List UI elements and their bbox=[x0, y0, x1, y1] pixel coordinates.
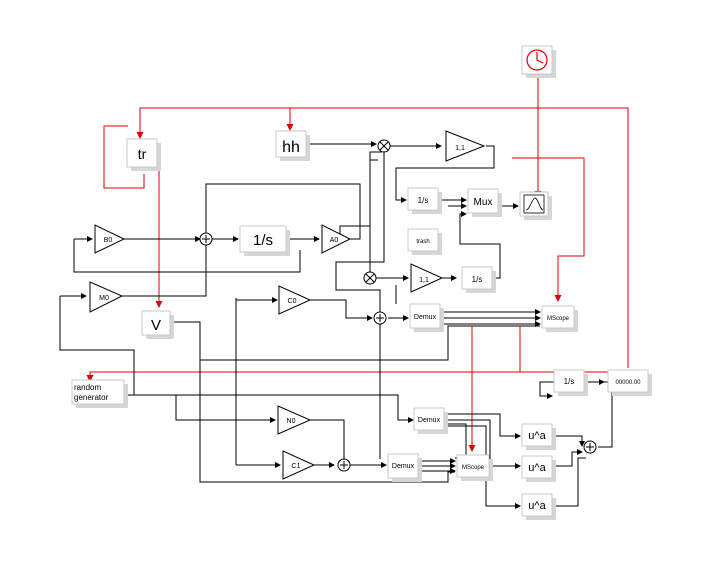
power-2-label: u^a bbox=[528, 462, 546, 474]
integrator-mid-label: 1/s bbox=[472, 275, 483, 284]
random-label-line1: random bbox=[74, 383, 101, 392]
a0-label: A0 bbox=[330, 237, 339, 244]
mscope-lower-label: MScope bbox=[462, 465, 485, 471]
integrator-top-label: 1/s bbox=[418, 196, 429, 205]
c0-label: C0 bbox=[288, 298, 297, 305]
plus-icon-2 bbox=[376, 314, 384, 322]
v-label: V bbox=[151, 317, 161, 334]
mscope-upper-label: MScope bbox=[547, 316, 570, 322]
plus-icon-4 bbox=[586, 443, 594, 451]
power-1-label: u^a bbox=[528, 430, 546, 442]
plus-icon-3 bbox=[340, 461, 348, 469]
sum-block-main[interactable] bbox=[199, 232, 213, 246]
event-links bbox=[86, 72, 629, 452]
display-value: 00000.00 bbox=[615, 380, 641, 386]
gain-block-b0[interactable]: B0 bbox=[94, 224, 126, 254]
sum-block-c0[interactable] bbox=[373, 311, 387, 325]
waveform-icon bbox=[523, 194, 545, 214]
product-block-top[interactable] bbox=[377, 139, 391, 153]
hh-block[interactable]: hh bbox=[275, 130, 310, 161]
gain-block-top[interactable]: 1,1 bbox=[445, 130, 486, 162]
clock-block[interactable] bbox=[521, 45, 556, 78]
sum-block-right[interactable] bbox=[583, 440, 597, 454]
plus-icon bbox=[202, 235, 210, 243]
gain-block-n0[interactable]: N0 bbox=[277, 405, 312, 435]
multiply-icon-2 bbox=[365, 273, 375, 283]
tr-label: tr bbox=[138, 146, 147, 162]
gain-block-c1[interactable]: C1 bbox=[282, 450, 316, 480]
power-3-label: u^a bbox=[528, 500, 546, 512]
integrator-right-label: 1/s bbox=[564, 377, 575, 386]
gain-block-c0[interactable]: C0 bbox=[278, 285, 312, 315]
demux-lower-label: Demux bbox=[392, 463, 415, 470]
product-block-middle[interactable] bbox=[363, 271, 377, 285]
integrator-block-top[interactable]: 1/s bbox=[407, 187, 442, 214]
gain-block-a0[interactable]: A0 bbox=[321, 224, 352, 254]
integrator-block-right[interactable]: 1/s bbox=[553, 369, 588, 396]
demux-block-upper[interactable]: Demux bbox=[409, 303, 444, 332]
integrator-main-label: 1/s bbox=[253, 232, 273, 249]
tr-block[interactable]: tr bbox=[126, 138, 161, 171]
mux-block[interactable]: Mux bbox=[467, 188, 502, 217]
b0-label: B0 bbox=[104, 237, 113, 244]
integrator-block-mid[interactable]: 1/s bbox=[461, 266, 496, 293]
gain-mid-label: 1,1 bbox=[419, 277, 429, 284]
m0-label: M0 bbox=[99, 295, 109, 302]
display-block[interactable]: 00000.00 bbox=[607, 369, 652, 396]
random-generator-block[interactable]: random generator bbox=[71, 379, 128, 408]
signal-links bbox=[59, 141, 613, 509]
power-block-2[interactable]: u^a bbox=[521, 455, 556, 482]
scope-block[interactable] bbox=[519, 191, 552, 220]
sum-block-c1[interactable] bbox=[337, 458, 351, 472]
n0-label: N0 bbox=[287, 418, 296, 425]
trash-label: trash bbox=[416, 239, 429, 245]
mux-label: Mux bbox=[474, 197, 493, 208]
hh-label: hh bbox=[282, 139, 300, 156]
trash-block[interactable]: trash bbox=[407, 228, 442, 255]
power-block-1[interactable]: u^a bbox=[521, 423, 556, 450]
mscope-block-lower[interactable]: MScope bbox=[456, 454, 493, 481]
demux-upper-label: Demux bbox=[414, 314, 437, 321]
mscope-block-upper[interactable]: MScope bbox=[541, 305, 578, 332]
v-block[interactable]: V bbox=[141, 310, 174, 339]
gain-block-m0[interactable]: M0 bbox=[89, 281, 124, 313]
multiply-icon bbox=[379, 141, 389, 151]
demux-middle-label: Demux bbox=[418, 417, 441, 424]
random-label-line2: generator bbox=[74, 393, 109, 402]
c1-label: C1 bbox=[292, 463, 301, 470]
demux-block-lower[interactable]: Demux bbox=[387, 453, 422, 482]
gain-top-label: 1,1 bbox=[455, 145, 465, 152]
integrator-block-main[interactable]: 1/s bbox=[239, 225, 290, 256]
gain-block-mid[interactable]: 1,1 bbox=[410, 263, 444, 293]
demux-block-middle[interactable]: Demux bbox=[413, 407, 448, 434]
power-block-3[interactable]: u^a bbox=[521, 493, 556, 520]
